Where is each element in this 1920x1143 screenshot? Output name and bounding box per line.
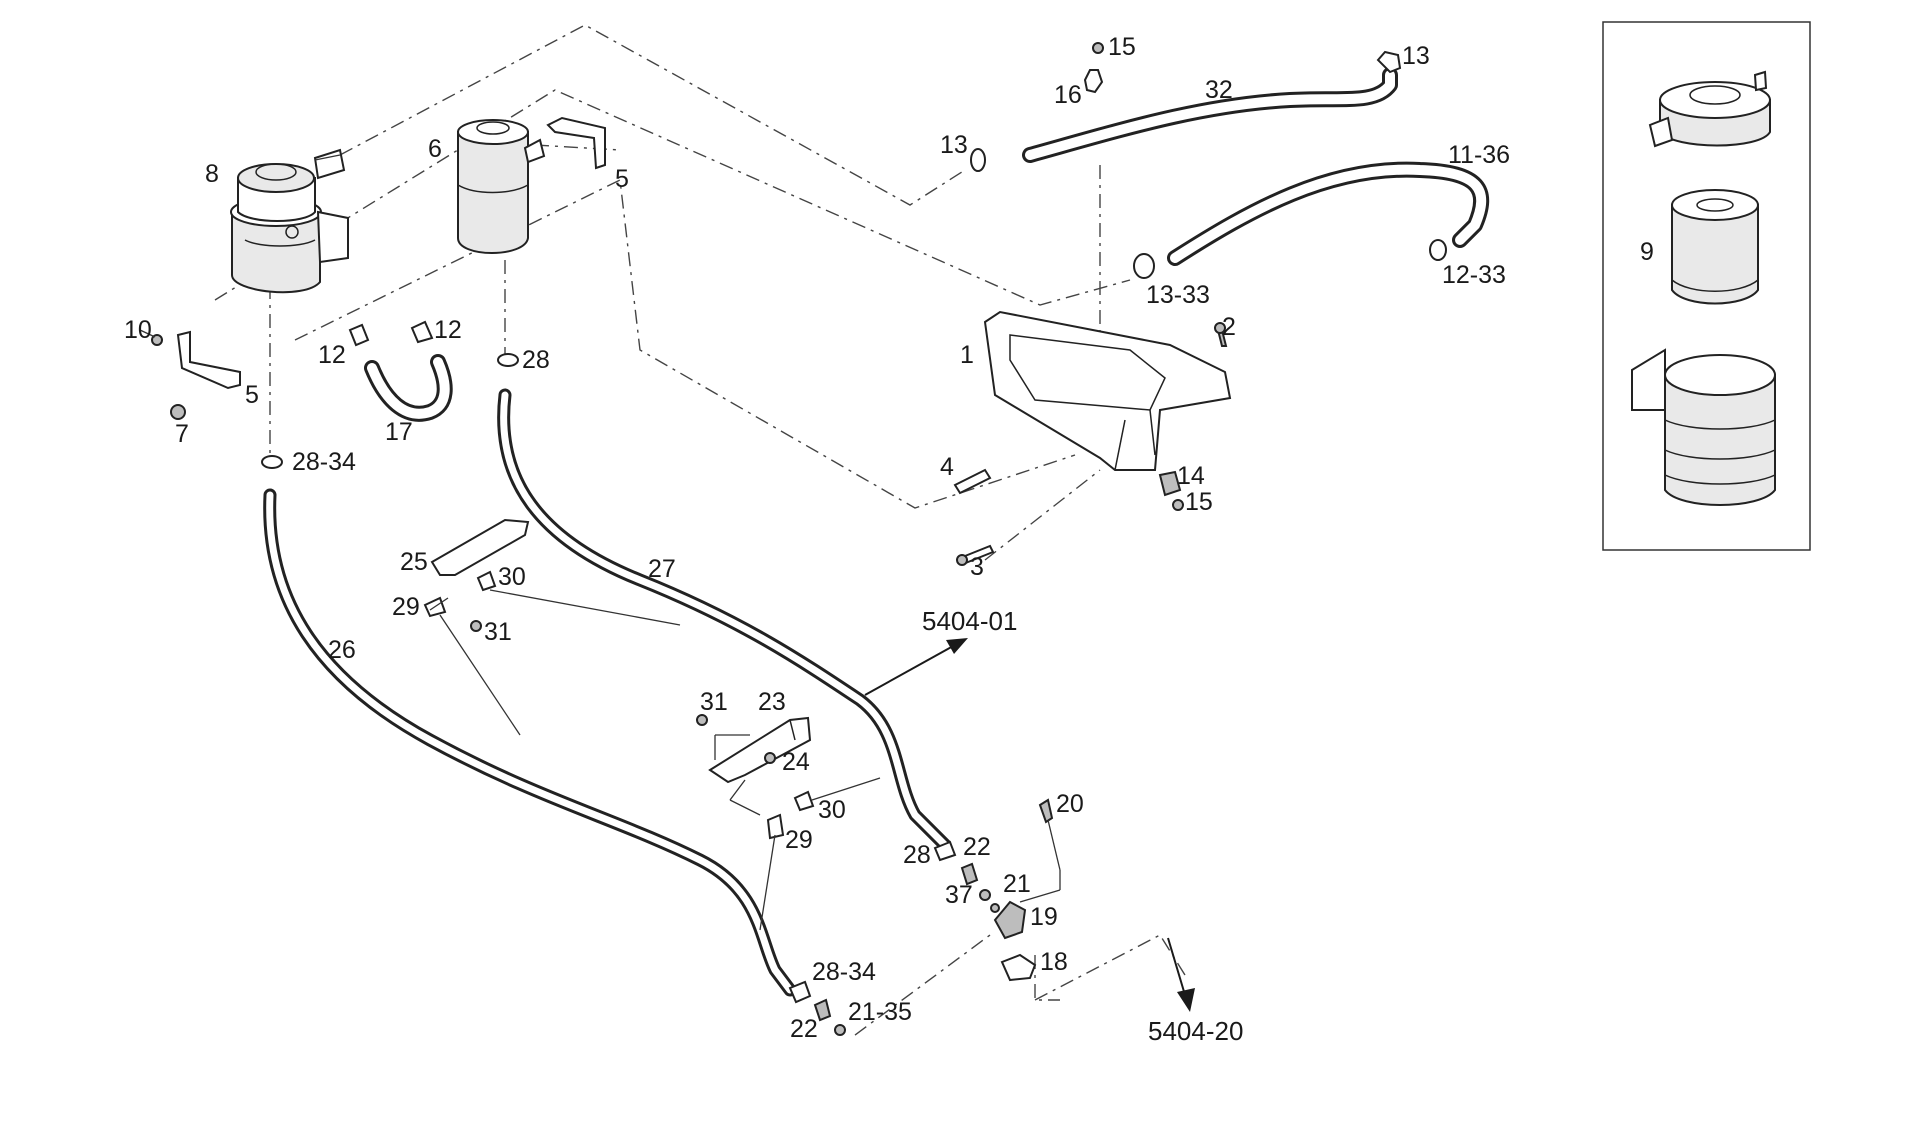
leader-lines [139, 154, 1061, 931]
union-19 [993, 900, 1027, 940]
label-17: 17 [385, 418, 413, 446]
hose-17 [364, 354, 453, 422]
label-15: 15 [1185, 488, 1213, 516]
label-12: 12 [434, 316, 462, 344]
label-14: 14 [1177, 462, 1205, 490]
label-37: 37 [945, 881, 973, 909]
small-parts [151, 42, 1447, 1036]
part-labels: 15 16 32 13 13 11-36 12-33 13-33 2 1 4 1… [124, 33, 1654, 1043]
label-15: 15 [1108, 33, 1136, 61]
label-1: 1 [960, 341, 974, 369]
reference-arrow-top[interactable] [864, 638, 968, 696]
fuel-filter-8 [230, 148, 349, 294]
label-30: 30 [818, 796, 846, 824]
label-23: 23 [758, 688, 786, 716]
label-5: 5 [615, 165, 629, 193]
label-12-33: 12-33 [1442, 261, 1506, 289]
pipe-11-36 [1167, 161, 1490, 266]
bracket-5-lower [176, 330, 241, 390]
fuel-filter-6 [457, 119, 546, 254]
label-4: 4 [940, 453, 954, 481]
label-22: 22 [790, 1015, 818, 1043]
label-11-36: 11-36 [1448, 141, 1510, 169]
label-31: 31 [484, 618, 512, 646]
label-7: 7 [175, 420, 189, 448]
union-18 [1000, 953, 1037, 982]
label-5: 5 [245, 381, 259, 409]
label-28-34: 28-34 [292, 448, 356, 476]
label-13: 13 [1402, 42, 1430, 70]
label-3: 3 [970, 553, 984, 581]
label-29: 29 [785, 826, 813, 854]
assembly-dashed-lines [214, 24, 1186, 1036]
reference-5404-01[interactable]: 5404-01 [922, 606, 1017, 636]
label-12: 12 [318, 341, 346, 369]
label-21-35: 21-35 [848, 998, 912, 1026]
bracket-1 [983, 310, 1232, 471]
label-6: 6 [428, 135, 442, 163]
label-13-33: 13-33 [1146, 281, 1210, 309]
bracket-25 [430, 518, 530, 576]
label-27: 27 [648, 555, 676, 583]
filter-bracket-23 [708, 716, 812, 784]
label-28: 28 [903, 841, 931, 869]
label-8: 8 [205, 160, 219, 188]
label-28-34: 28-34 [812, 958, 876, 986]
label-16: 16 [1054, 81, 1082, 109]
label-31: 31 [700, 688, 728, 716]
label-32: 32 [1205, 76, 1233, 104]
bracket-5-upper [546, 116, 606, 170]
inset-box [1602, 21, 1811, 551]
label-9: 9 [1640, 238, 1654, 266]
label-13: 13 [940, 131, 968, 159]
reference-5404-20[interactable]: 5404-20 [1148, 1016, 1243, 1046]
label-18: 18 [1040, 948, 1068, 976]
label-19: 19 [1030, 903, 1058, 931]
label-22: 22 [963, 833, 991, 861]
label-24: 24 [782, 748, 810, 776]
label-30: 30 [498, 563, 526, 591]
reference-labels: 5404-01 5404-20 [922, 606, 1243, 1046]
label-2: 2 [1222, 313, 1236, 341]
label-21: 21 [1003, 870, 1031, 898]
label-10: 10 [124, 316, 152, 344]
label-20: 20 [1056, 790, 1084, 818]
pipe-32 [1022, 67, 1398, 163]
label-29: 29 [392, 593, 420, 621]
label-25: 25 [400, 548, 428, 576]
label-28: 28 [522, 346, 550, 374]
pipe-26 [263, 488, 797, 997]
label-26: 26 [328, 636, 356, 664]
pipe-27 [497, 388, 952, 852]
reference-arrow-bottom[interactable] [1167, 937, 1195, 1012]
